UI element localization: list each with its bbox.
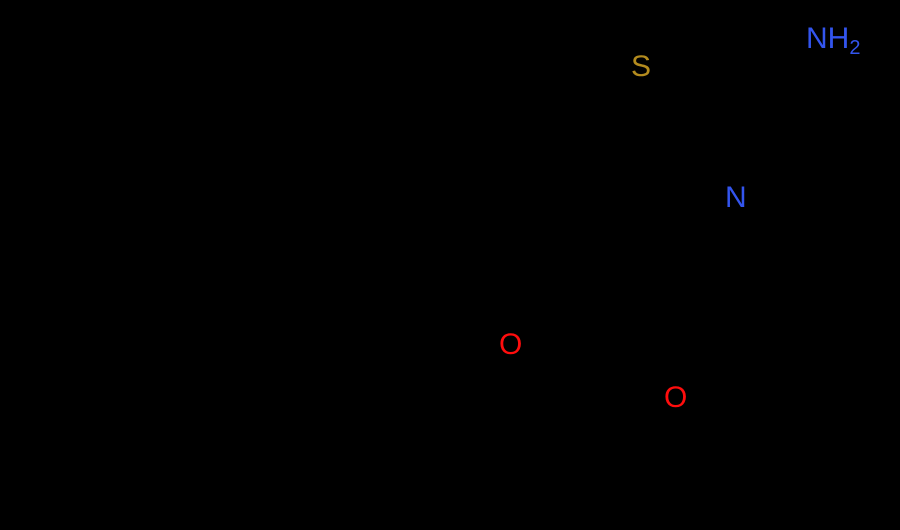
atom-subscript: 2: [849, 37, 861, 59]
atom-label: O: [664, 381, 688, 414]
atom-ring-nitrogen: N: [725, 183, 747, 213]
atom-ester-oxygen: O: [499, 330, 522, 360]
atom-label: N: [725, 181, 747, 214]
atom-amine: NH2: [806, 22, 861, 59]
atom-label: NH: [806, 22, 850, 55]
atom-sulfur: S: [631, 52, 651, 82]
atom-label: O: [499, 328, 523, 361]
atom-carbonyl-oxygen: O: [664, 383, 687, 413]
atom-label: S: [631, 50, 652, 83]
